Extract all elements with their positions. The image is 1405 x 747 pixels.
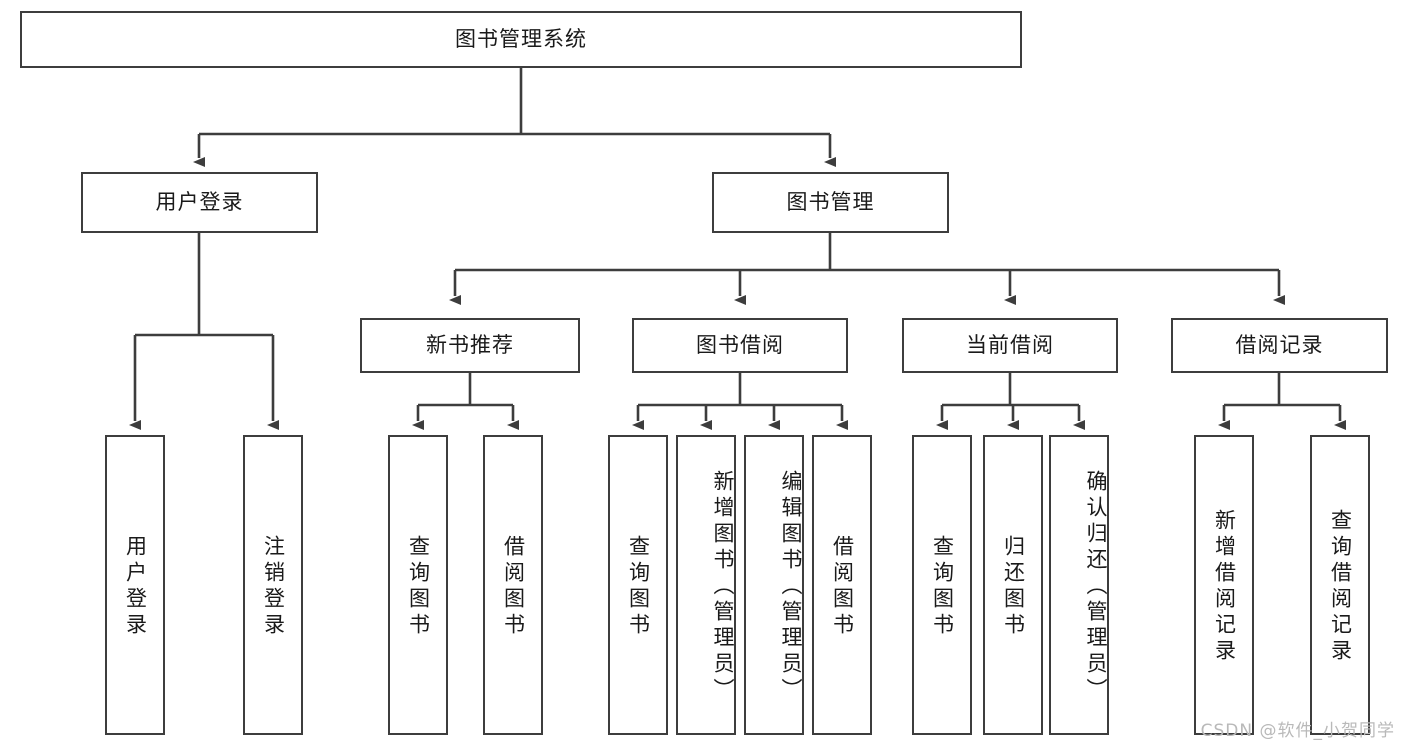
watermark: CSDN @软件_小贺同学	[1200, 721, 1395, 741]
leaf-user-logout-label: 注销登录	[261, 535, 286, 639]
leaf-query-book-1[interactable]: 查询图书	[388, 435, 448, 735]
node-borrow-record[interactable]: 借阅记录	[1171, 318, 1388, 373]
leaf-query-book-2-label: 查询图书	[626, 535, 651, 639]
leaf-user-login[interactable]: 用户登录	[105, 435, 165, 735]
leaf-query-book-1-label: 查询图书	[406, 535, 431, 639]
leaf-borrow-book-2[interactable]: 借阅图书	[812, 435, 872, 735]
node-root-label: 图书管理系统	[455, 26, 587, 51]
leaf-return-book-label: 归还图书	[1001, 535, 1026, 639]
leaf-query-record[interactable]: 查询借阅记录	[1310, 435, 1370, 735]
leaf-add-record-label: 新增借阅记录	[1212, 509, 1237, 665]
leaf-confirm-return-label: 确认归还（管理员）	[1084, 470, 1108, 704]
leaf-borrow-book-1-label: 借阅图书	[501, 535, 526, 639]
leaf-query-book-3[interactable]: 查询图书	[912, 435, 972, 735]
node-book-management[interactable]: 图书管理	[712, 172, 949, 233]
node-new-book-recommend[interactable]: 新书推荐	[360, 318, 580, 373]
leaf-borrow-book-1[interactable]: 借阅图书	[483, 435, 543, 735]
leaf-confirm-return[interactable]: 确认归还（管理员）	[1049, 435, 1109, 735]
leaf-borrow-book-2-label: 借阅图书	[830, 535, 855, 639]
leaf-query-record-label: 查询借阅记录	[1328, 509, 1353, 665]
node-borrow-record-label: 借阅记录	[1235, 332, 1324, 357]
leaf-user-login-label: 用户登录	[123, 535, 148, 639]
node-current-borrow[interactable]: 当前借阅	[902, 318, 1118, 373]
node-book-borrow[interactable]: 图书借阅	[632, 318, 848, 373]
leaf-add-book-label: 新增图书（管理员）	[711, 470, 735, 704]
node-current-borrow-label: 当前借阅	[966, 332, 1054, 357]
leaf-query-book-3-label: 查询图书	[930, 535, 955, 639]
node-book-borrow-label: 图书借阅	[696, 332, 784, 357]
node-new-book-recommend-label: 新书推荐	[426, 332, 514, 357]
leaf-add-record[interactable]: 新增借阅记录	[1194, 435, 1254, 735]
leaf-edit-book-label: 编辑图书（管理员）	[779, 470, 803, 704]
node-root[interactable]: 图书管理系统	[20, 11, 1022, 68]
leaf-user-logout[interactable]: 注销登录	[243, 435, 303, 735]
node-user-login-label: 用户登录	[155, 189, 244, 214]
leaf-query-book-2[interactable]: 查询图书	[608, 435, 668, 735]
node-user-login[interactable]: 用户登录	[81, 172, 318, 233]
leaf-return-book[interactable]: 归还图书	[983, 435, 1043, 735]
leaf-edit-book[interactable]: 编辑图书（管理员）	[744, 435, 804, 735]
node-book-management-label: 图书管理	[786, 189, 875, 214]
leaf-add-book[interactable]: 新增图书（管理员）	[676, 435, 736, 735]
